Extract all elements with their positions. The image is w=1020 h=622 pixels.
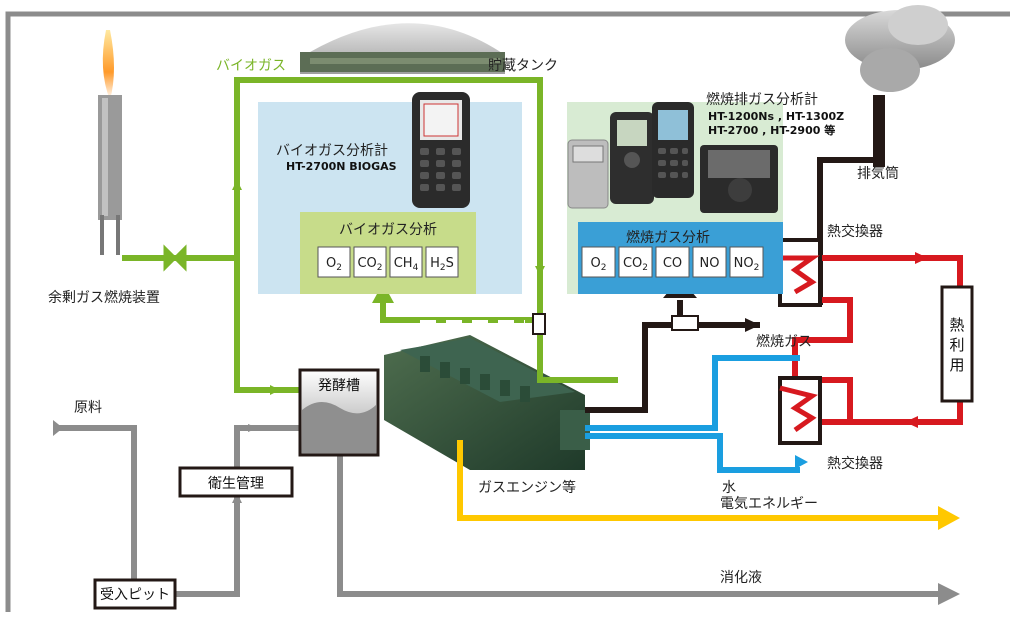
biogas-label: バイオガス: [216, 58, 286, 74]
heat-exchanger-top-label: 熱交換器: [827, 223, 883, 240]
storage-tank-image: [300, 23, 505, 74]
electric-energy-label: 電気エネルギー: [720, 496, 818, 512]
gas-cell: CO2: [353, 246, 387, 278]
biogas-analyzer-title: バイオガス分析計: [276, 143, 388, 159]
combustion-models-line2: HT-2700 , HT-2900 等: [708, 123, 835, 137]
surplus-gas-burner-label: 余剰ガス燃焼装置: [48, 289, 160, 306]
heat-use-char-1: 熱: [949, 316, 964, 334]
biogas-valve-icon: [163, 244, 187, 272]
gas-cell-box: [581, 246, 616, 278]
digestate-label: 消化液: [720, 570, 762, 586]
electric-energy-line: [457, 440, 940, 521]
gas-cell-box: [692, 246, 727, 278]
raw-material-arrow: [53, 420, 63, 436]
exhaust-smoke-image: [845, 5, 955, 167]
gas-cell-box: [317, 246, 351, 278]
combustion-analysis-label: 燃焼ガス分析: [626, 229, 710, 246]
material-flow-lines: [55, 425, 940, 597]
exhaust-stack-label: 排気筒: [857, 165, 899, 182]
outer-frame: [5, 11, 1010, 612]
biogas-analyzer-model: HT-2700N BIOGAS: [286, 160, 397, 173]
gas-cell-label: CO: [663, 256, 682, 271]
gas-cell: H2S: [425, 246, 459, 278]
combustion-cells: O2 CO2 CO NO NO2: [581, 246, 764, 278]
gas-cell-label: NO: [700, 256, 720, 271]
gas-cell-label: CH4: [394, 256, 419, 273]
receiving-pit-box: [93, 578, 177, 610]
gas-cell: NO2: [729, 246, 764, 278]
flare-stack-image: [98, 30, 122, 255]
gas-cell-label: H2S: [430, 256, 454, 273]
biogas-analyzer-device: [412, 92, 470, 208]
combustion-analyzer-title: 燃焼排ガス分析計: [706, 91, 818, 108]
water-flow-lines: [585, 355, 800, 473]
gas-cell-box: [655, 246, 690, 278]
gas-cell: CO2: [618, 246, 653, 278]
gas-cell-box: [729, 246, 764, 278]
storage-tank-label: 貯蔵タンク: [488, 58, 558, 74]
sanitary-management-box: [178, 466, 294, 498]
raw-material-label: 原料: [74, 400, 102, 416]
gas-cell-box: [389, 246, 423, 278]
electric-energy-arrow: [938, 506, 960, 530]
receiving-pit-label: 受入ピット: [100, 587, 170, 603]
heat-use-char-3: 用: [949, 356, 964, 374]
heat-utilization-box: [940, 285, 974, 403]
exhaust-tee-icon: [671, 315, 699, 331]
gas-cell: CH4: [389, 246, 423, 278]
sanitary-management-label: 衛生管理: [208, 476, 264, 492]
fermentation-tank-label: 発酵槽: [318, 378, 360, 394]
gas-cell-box: [353, 246, 387, 278]
gas-cell: O2: [581, 246, 616, 278]
gas-cell: O2: [317, 246, 351, 278]
heat-use-char-2: 利: [949, 336, 964, 354]
combustion-analyzer-devices: [567, 102, 778, 213]
digestate-arrow: [938, 583, 960, 605]
combustion-models-line1: HT-1200Ns , HT-1300Z: [708, 110, 844, 123]
gas-cell: NO: [692, 246, 727, 278]
gas-cell: CO: [655, 246, 690, 278]
heat-exchanger-bottom-label: 熱交換器: [827, 455, 883, 472]
gas-engine-image: [384, 335, 590, 470]
gas-cell-box: [425, 246, 459, 278]
water-label: 水: [722, 480, 736, 496]
biogas-analysis-label: バイオガス分析: [339, 222, 437, 238]
gas-cell-label: CO2: [357, 256, 382, 273]
gas-engine-label: ガスエンジン等: [478, 479, 576, 496]
biogas-cells: O2 CO2 CH4 H2S: [317, 246, 459, 278]
gas-cell-label: O2: [591, 256, 607, 273]
combustion-gas-label: 燃焼ガス: [756, 333, 812, 350]
gas-cell-label: O2: [326, 256, 342, 273]
gas-cell-label: NO2: [734, 256, 760, 273]
gas-cell-label: CO2: [623, 256, 648, 273]
sampling-port-icon: [532, 313, 546, 335]
gas-cell-box: [618, 246, 653, 278]
